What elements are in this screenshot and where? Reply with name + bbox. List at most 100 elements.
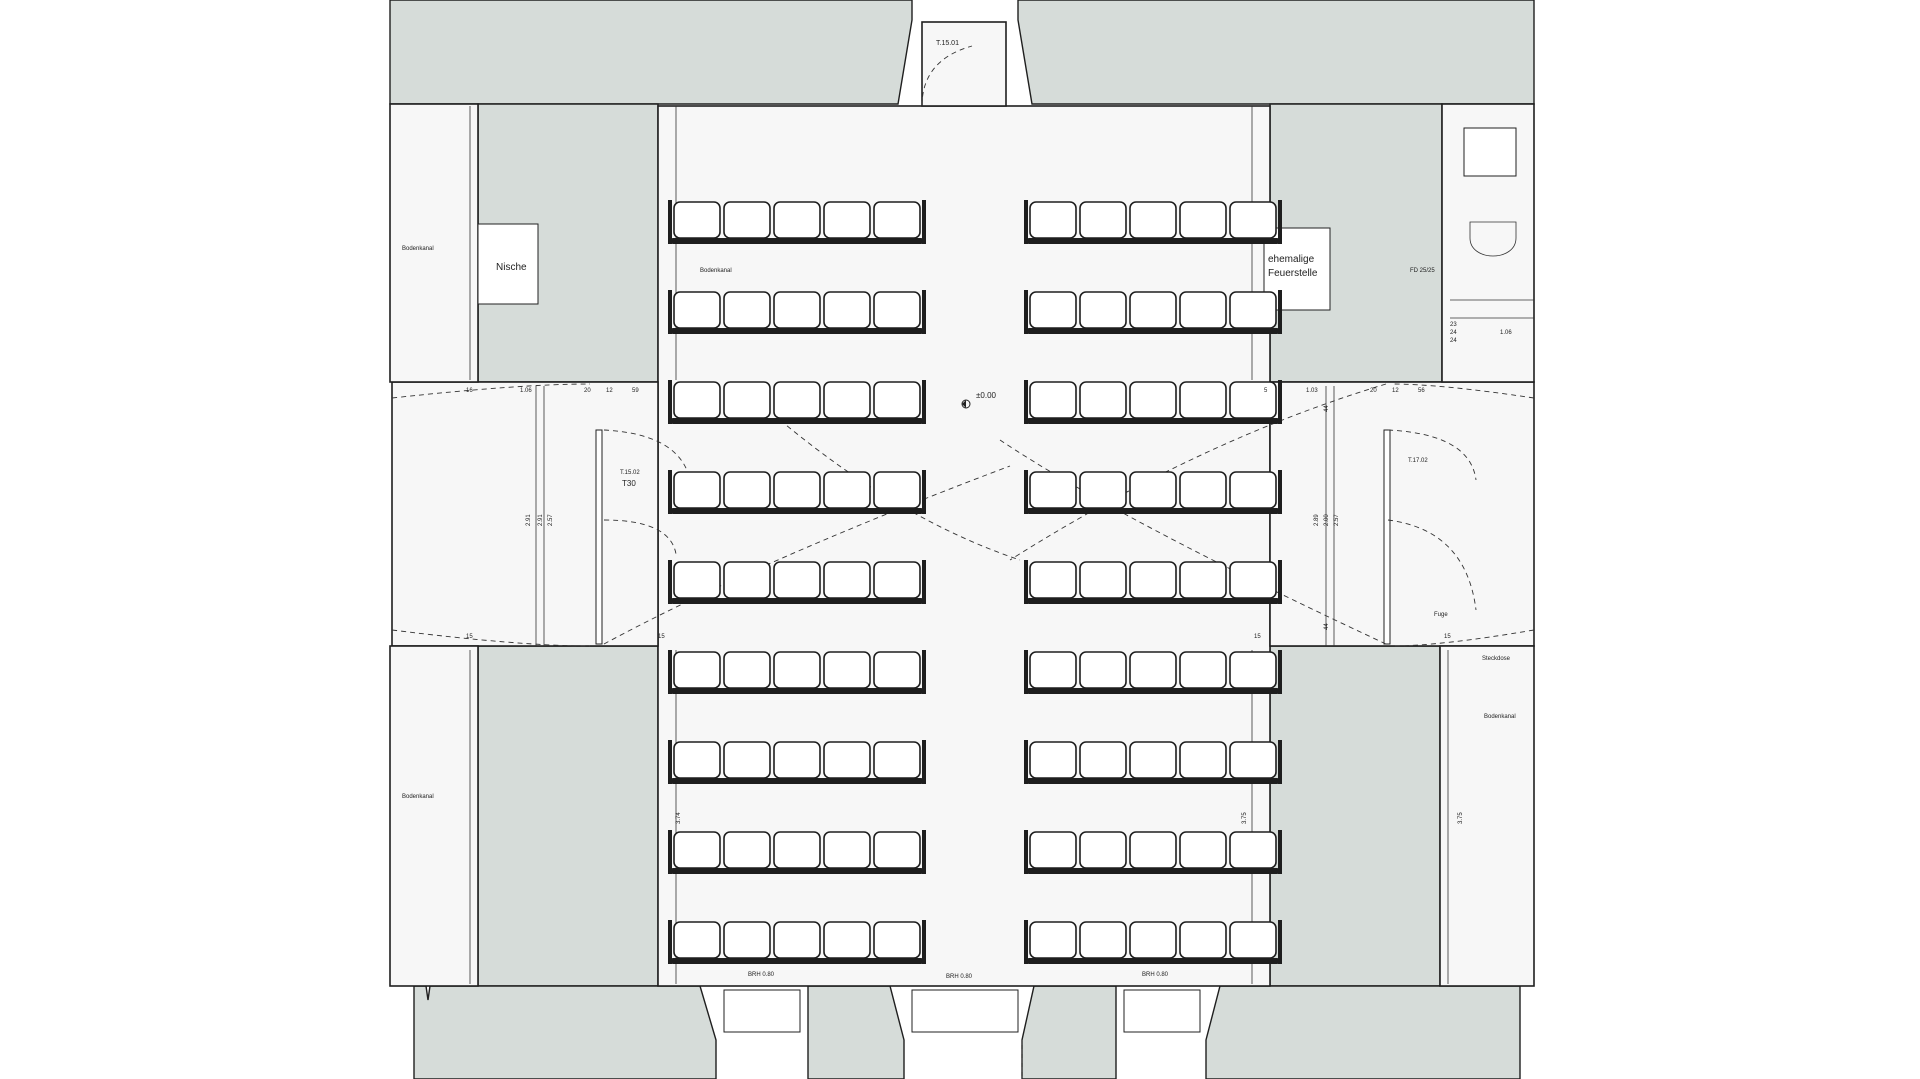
row-backrest <box>1026 598 1280 604</box>
chair <box>1129 831 1177 869</box>
dimension-labels: 16 1.06 20 12 59 5 1.03 20 12 56 2.91 2.… <box>466 322 1512 824</box>
wall-top-right-mass <box>1017 0 1535 105</box>
chair <box>873 201 921 239</box>
row-armrest <box>922 200 926 244</box>
row-armrest <box>1278 560 1282 604</box>
dim-15c: 15 <box>1254 634 1261 640</box>
label-bodenkanal-inner: Bodenkanal <box>700 268 732 274</box>
chair <box>1229 741 1277 779</box>
shower-tray <box>1463 127 1517 177</box>
chair <box>873 921 921 959</box>
chair <box>723 291 771 329</box>
row-armrest <box>668 560 672 604</box>
dim-15a: 15 <box>466 634 473 640</box>
label-level: ±0.00 <box>976 391 997 400</box>
dim-375b: 3.75 <box>1458 812 1464 824</box>
wall-bottom-4 <box>1205 985 1521 1079</box>
label-door-right: T.17.02 <box>1408 458 1428 464</box>
nische-box <box>477 223 539 305</box>
chair <box>873 651 921 689</box>
label-t30: T30 <box>622 479 636 488</box>
chair <box>1229 921 1277 959</box>
dim-12a: 12 <box>606 388 613 394</box>
chair <box>1229 831 1277 869</box>
row-backrest <box>670 418 924 424</box>
row-armrest <box>668 290 672 334</box>
row-backrest <box>670 508 924 514</box>
chair <box>873 561 921 599</box>
walls <box>389 0 1535 1079</box>
chair <box>673 651 721 689</box>
row-armrest <box>1278 830 1282 874</box>
row-armrest <box>922 470 926 514</box>
dim-15b: 15 <box>658 634 665 640</box>
chair <box>823 741 871 779</box>
chair <box>1179 831 1227 869</box>
dim-16: 16 <box>466 388 473 394</box>
chair <box>1179 291 1227 329</box>
left-passage <box>391 381 659 647</box>
chair <box>873 831 921 869</box>
chair <box>823 471 871 509</box>
dim-44b: 44 <box>1324 623 1330 630</box>
row-backrest <box>670 958 924 964</box>
row-armrest <box>668 830 672 874</box>
left-outer-lower <box>389 645 479 987</box>
chair <box>823 651 871 689</box>
dim-103: 1.03 <box>1306 388 1318 394</box>
label-bodenkanal-right: Bodenkanal <box>1484 714 1516 720</box>
row-backrest <box>1026 238 1280 244</box>
label-nische: Nische <box>496 262 527 273</box>
chair <box>1179 651 1227 689</box>
right-outer-lower <box>1439 645 1535 987</box>
chair <box>1079 471 1127 509</box>
chair <box>1229 291 1277 329</box>
chair <box>1029 201 1077 239</box>
dim-5: 5 <box>1264 388 1268 394</box>
row-armrest <box>668 200 672 244</box>
chair <box>873 741 921 779</box>
row-armrest <box>1024 560 1028 604</box>
wall-bottom-2 <box>807 985 905 1079</box>
chair <box>1179 471 1227 509</box>
row-armrest <box>668 920 672 964</box>
chair <box>673 561 721 599</box>
wall-top-left-mass <box>389 0 913 105</box>
row-backrest <box>1026 418 1280 424</box>
row-armrest <box>1024 470 1028 514</box>
row-backrest <box>1026 868 1280 874</box>
row-backrest <box>1026 958 1280 964</box>
chair <box>673 381 721 419</box>
label-fd: FD 25/25 <box>1410 268 1435 274</box>
chair <box>1029 291 1077 329</box>
chair <box>1179 381 1227 419</box>
level-marker-icon <box>961 399 971 409</box>
chair <box>1129 651 1177 689</box>
chair <box>723 471 771 509</box>
dim-15d: 15 <box>1444 634 1451 640</box>
chair <box>1129 201 1177 239</box>
construction-lines <box>469 106 1534 1033</box>
dim-20a: 20 <box>584 388 591 394</box>
dim-24a: 24 <box>1450 330 1457 336</box>
chair <box>1029 561 1077 599</box>
label-bodenkanal-left-bottom: Bodenkanal <box>402 794 434 800</box>
row-armrest <box>1278 470 1282 514</box>
label-steckdose: Steckdose <box>1482 656 1511 662</box>
chair <box>1129 381 1177 419</box>
row-armrest <box>1278 920 1282 964</box>
dim-289: 2.89 <box>1314 514 1320 526</box>
dim-257: 2.57 <box>548 514 554 526</box>
row-backrest <box>1026 778 1280 784</box>
chair <box>1229 561 1277 599</box>
wall-right-lower <box>1269 645 1441 987</box>
label-door-top: T.15.01 <box>936 40 959 47</box>
row-armrest <box>668 740 672 784</box>
chair <box>1079 381 1127 419</box>
chair <box>1179 561 1227 599</box>
dim-20b: 20 <box>1370 388 1377 394</box>
dim-375: 3.75 <box>1242 812 1248 824</box>
chair <box>1029 921 1077 959</box>
chair <box>723 921 771 959</box>
